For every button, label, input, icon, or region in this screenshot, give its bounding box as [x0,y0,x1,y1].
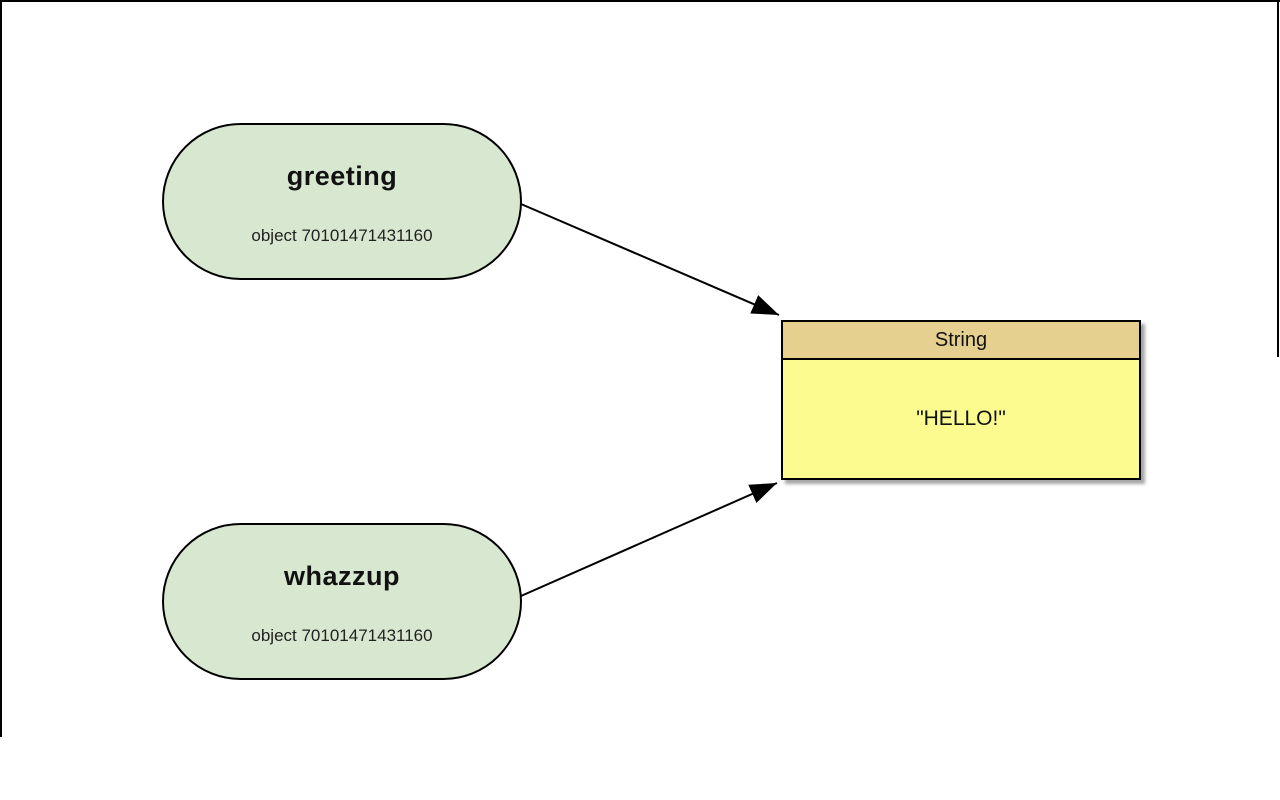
node-whazzup: whazzup object 70101471431160 [162,523,522,680]
frame-border-left [0,0,2,737]
object-value: "HELLO!" [916,407,1006,430]
object-type-header: String [783,322,1139,360]
variable-object-id: object 70101471431160 [251,226,433,245]
node-greeting: greeting object 70101471431160 [162,123,522,280]
edge-whazzup-to-string [520,482,778,597]
variable-name: greeting [286,161,398,191]
node-string-object: String "HELLO!" [781,320,1141,480]
variable-name: whazzup [284,561,400,591]
frame-border-top [0,0,1280,2]
frame-border-right [1277,0,1279,357]
edge-greeting-to-string [520,203,780,316]
variable-object-id: object 70101471431160 [251,626,433,645]
